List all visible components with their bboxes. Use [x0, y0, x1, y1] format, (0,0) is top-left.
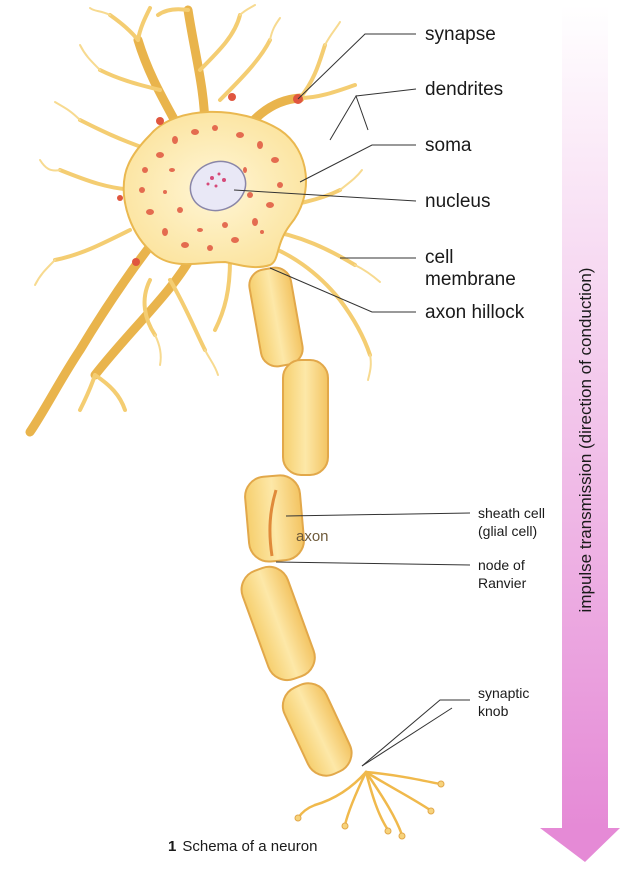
soma [122, 110, 307, 269]
label-dendrites: dendrites [425, 79, 504, 100]
synaptic-terminals [296, 770, 442, 837]
label-node-line2: Ranvier [478, 575, 527, 591]
axon [240, 266, 353, 777]
myelin-sheath-segments [240, 266, 353, 777]
label-nucleus: nucleus [425, 191, 491, 212]
axon-core [268, 489, 278, 557]
figure-caption-text: Schema of a neuron [182, 838, 318, 855]
label-cell-membrane-line2: membrane [425, 269, 516, 290]
figure-number: 1 [168, 838, 177, 855]
label-cell-membrane-line1: cell [425, 247, 454, 268]
nucleus-shape [189, 160, 247, 212]
label-axon-hillock: axon hillock [425, 302, 525, 323]
label-soma: soma [425, 135, 472, 156]
figure-caption: 1 Schema of a neuron [168, 838, 317, 855]
leader-lines [233, 33, 471, 767]
label-sheath-cell-line2: (glial cell) [478, 523, 538, 539]
label-synapse: synapse [425, 24, 496, 45]
label-axon: axon [296, 528, 329, 545]
synaptic-knob-ends [294, 780, 445, 840]
label-synaptic-knob-line2: knob [478, 703, 509, 719]
label-synaptic-knob-line1: synaptic [478, 685, 530, 701]
label-sheath-cell-line1: sheath cell [478, 505, 545, 521]
impulse-direction-label: impulse transmission (direction of condu… [576, 267, 595, 613]
label-node-line1: node of [478, 557, 525, 573]
impulse-arrow [540, 5, 620, 862]
